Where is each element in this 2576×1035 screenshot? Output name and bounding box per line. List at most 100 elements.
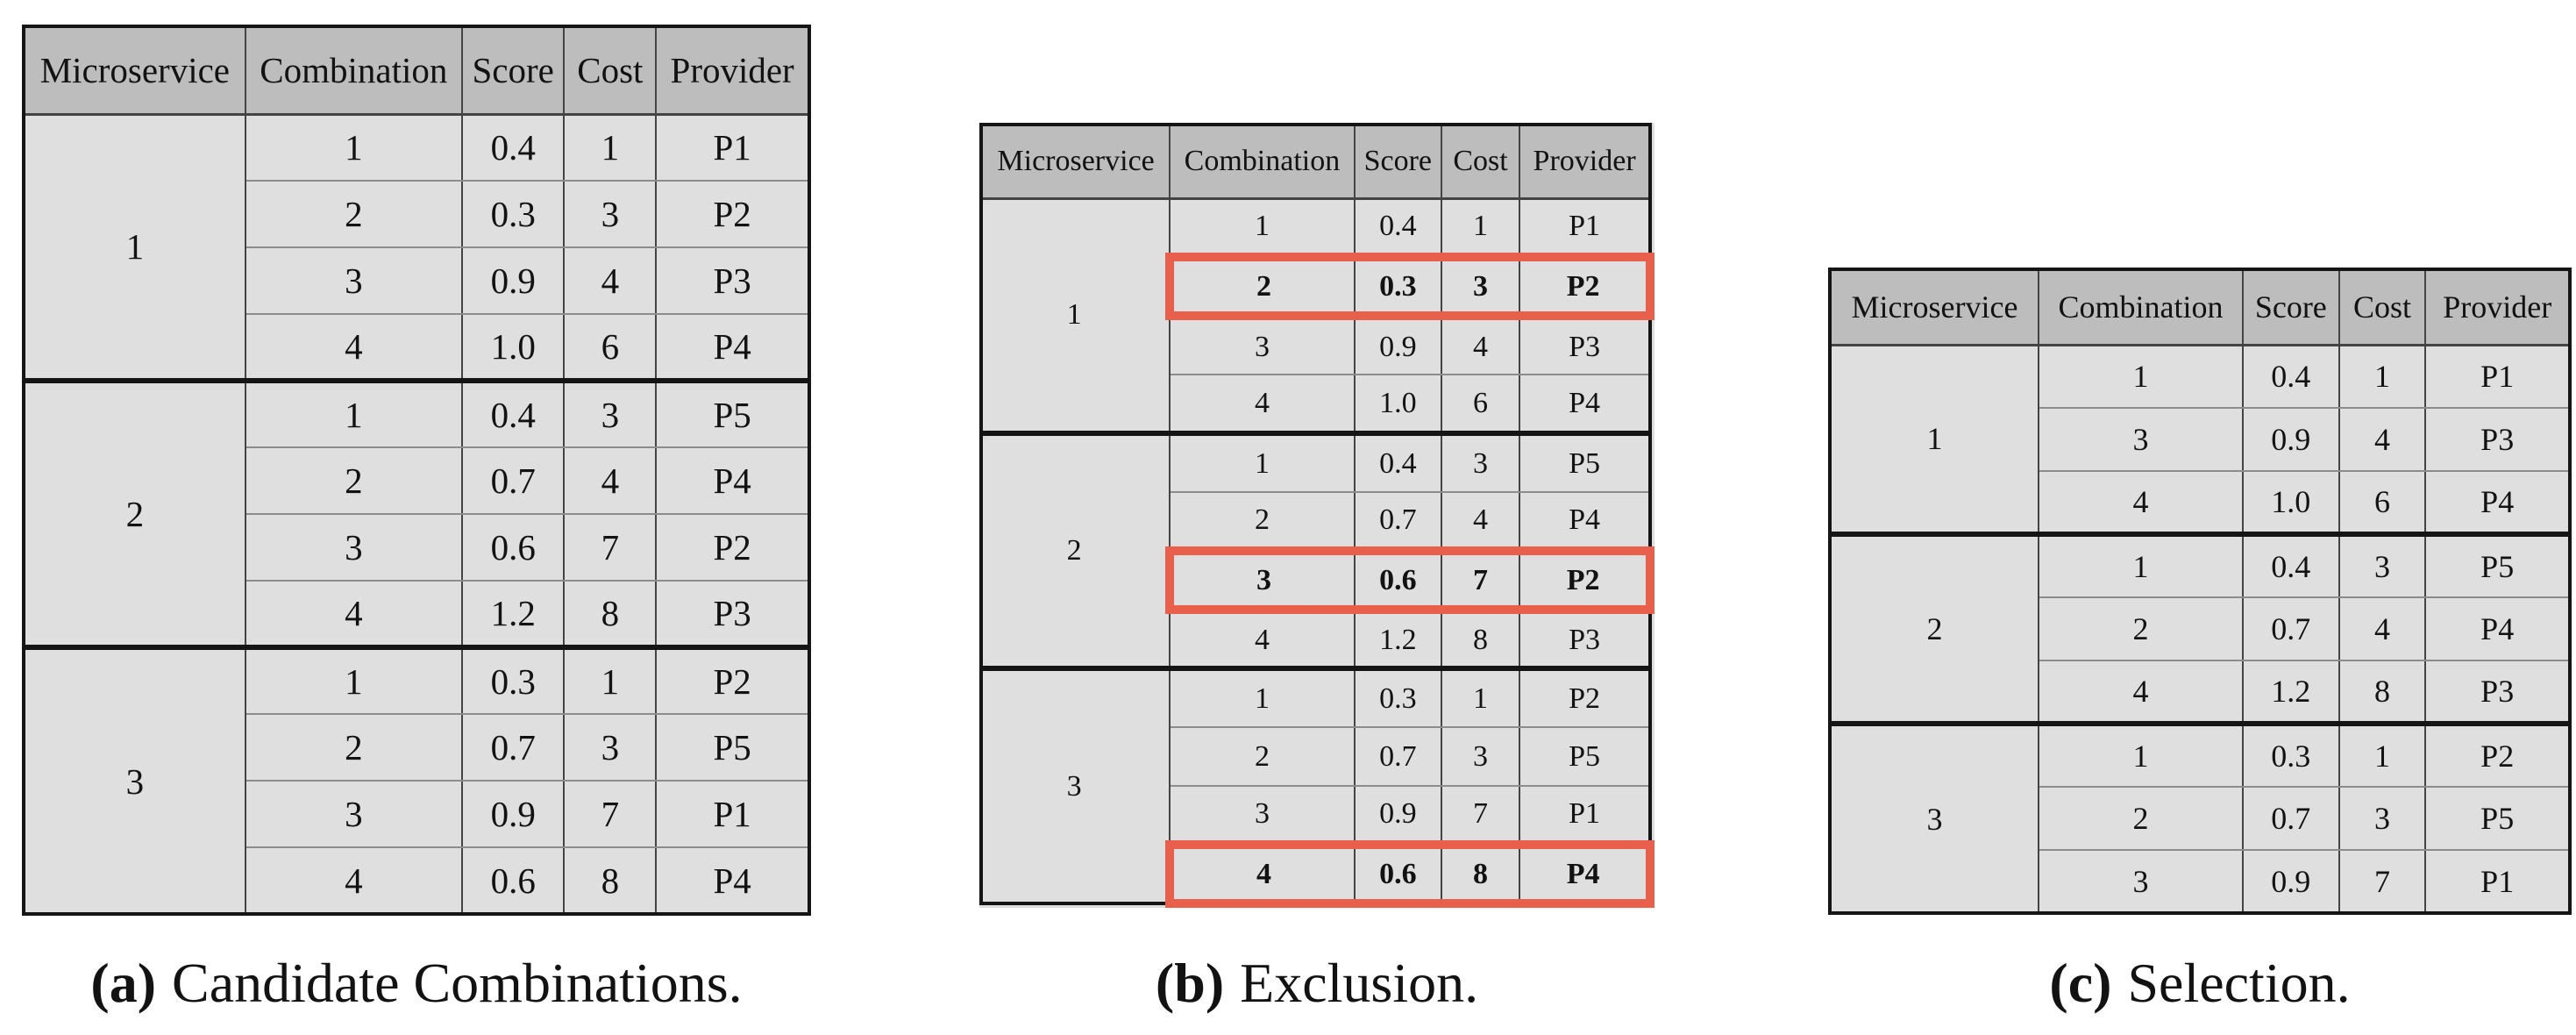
cell-combination: 4 bbox=[244, 580, 463, 648]
cell-combination: 3 bbox=[1165, 546, 1356, 614]
cell-score: 0.7 bbox=[460, 713, 566, 782]
cell-combination: 2 bbox=[1169, 726, 1356, 787]
cell-score: 0.7 bbox=[1353, 491, 1442, 552]
column-header-provider: Provider bbox=[655, 26, 810, 116]
cell-combination: 1 bbox=[244, 645, 463, 715]
cell-combination: 4 bbox=[2038, 470, 2244, 535]
cell-score: 0.6 bbox=[460, 846, 566, 915]
cell-provider: P4 bbox=[655, 313, 810, 382]
cell-combination: 1 bbox=[2038, 344, 2244, 409]
cell-microservice: 1 bbox=[1829, 344, 2039, 535]
cell-cost: 4 bbox=[2338, 596, 2427, 661]
column-header-provider: Provider bbox=[1519, 125, 1651, 200]
cell-provider: P4 bbox=[655, 846, 810, 915]
cell-combination: 4 bbox=[1169, 374, 1356, 434]
cell-microservice: 1 bbox=[23, 113, 246, 382]
cell-score: 1.0 bbox=[2241, 470, 2340, 535]
cell-cost: 1 bbox=[563, 645, 658, 715]
column-header-provider: Provider bbox=[2424, 269, 2571, 346]
cell-cost: 8 bbox=[563, 846, 658, 915]
cell-combination: 1 bbox=[1169, 431, 1356, 493]
cell-microservice: 3 bbox=[1829, 721, 2039, 914]
column-header-microservice: Microservice bbox=[979, 125, 1171, 200]
column-header-cost: Cost bbox=[1440, 125, 1521, 200]
cell-combination: 1 bbox=[244, 378, 463, 448]
cell-combination: 2 bbox=[244, 713, 463, 782]
cell-score: 1.2 bbox=[2241, 660, 2340, 724]
cell-cost: 4 bbox=[2338, 407, 2427, 472]
cell-combination: 3 bbox=[244, 513, 463, 582]
cell-cost: 4 bbox=[1440, 315, 1521, 375]
cell-combination: 1 bbox=[1169, 197, 1356, 258]
cell-score: 0.3 bbox=[1353, 666, 1442, 728]
cell-cost: 3 bbox=[1440, 726, 1521, 787]
cell-score: 0.9 bbox=[2241, 849, 2340, 914]
cell-combination: 2 bbox=[1169, 491, 1356, 552]
column-header-combination: Combination bbox=[2038, 269, 2244, 346]
cell-score: 0.9 bbox=[2241, 407, 2340, 472]
cell-cost: 3 bbox=[1440, 253, 1521, 320]
cell-combination: 1 bbox=[2038, 721, 2244, 788]
cell-provider: P2 bbox=[655, 513, 810, 582]
cell-provider: P2 bbox=[655, 180, 810, 248]
column-header-score: Score bbox=[1353, 125, 1442, 200]
cell-provider: P5 bbox=[655, 713, 810, 782]
cell-cost: 8 bbox=[1440, 609, 1521, 669]
cell-cost: 3 bbox=[563, 713, 658, 782]
cell-provider: P4 bbox=[2424, 596, 2571, 661]
caption-c-text: Selection. bbox=[2127, 952, 2351, 1014]
cell-cost: 3 bbox=[2338, 532, 2427, 598]
cell-cost: 1 bbox=[1440, 197, 1521, 258]
column-header-microservice: Microservice bbox=[1829, 269, 2039, 346]
cell-cost: 7 bbox=[563, 513, 658, 582]
cell-cost: 3 bbox=[563, 378, 658, 448]
cell-cost: 3 bbox=[1440, 431, 1521, 493]
cell-provider: P3 bbox=[655, 246, 810, 315]
cell-cost: 1 bbox=[2338, 344, 2427, 409]
cell-cost: 3 bbox=[2338, 786, 2427, 851]
cell-score: 0.7 bbox=[460, 446, 566, 515]
cell-cost: 8 bbox=[563, 580, 658, 648]
cell-combination: 2 bbox=[1165, 253, 1356, 320]
cell-combination: 3 bbox=[2038, 849, 2244, 914]
cell-combination: 1 bbox=[244, 113, 463, 182]
caption-a-text: Candidate Combinations. bbox=[172, 952, 743, 1014]
cell-score: 1.2 bbox=[460, 580, 566, 648]
cell-provider: P5 bbox=[2424, 532, 2571, 598]
cell-provider: P2 bbox=[1519, 253, 1654, 320]
caption-b-text: Exclusion. bbox=[1240, 952, 1479, 1014]
cell-provider: P4 bbox=[1519, 374, 1651, 434]
cell-score: 0.3 bbox=[460, 180, 566, 248]
cell-combination: 3 bbox=[1169, 785, 1356, 846]
cell-combination: 2 bbox=[2038, 596, 2244, 661]
cell-score: 0.4 bbox=[1353, 431, 1442, 493]
caption-c: (c)Selection. bbox=[1828, 935, 2572, 1031]
cell-microservice: 3 bbox=[979, 666, 1171, 904]
cell-provider: P2 bbox=[1519, 666, 1651, 728]
caption-a-label: (a) bbox=[90, 952, 157, 1014]
caption-b-label: (b) bbox=[1155, 952, 1225, 1014]
column-header-combination: Combination bbox=[1169, 125, 1356, 200]
cell-cost: 4 bbox=[563, 246, 658, 315]
column-header-score: Score bbox=[2241, 269, 2340, 346]
